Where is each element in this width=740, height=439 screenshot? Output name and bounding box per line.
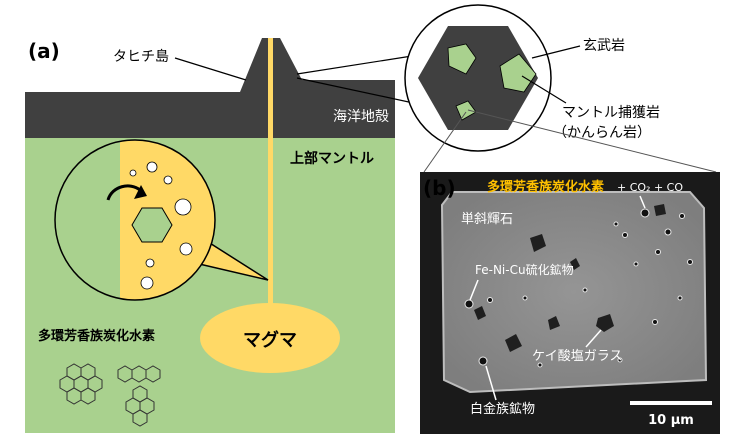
bubble-inclusion — [487, 297, 493, 303]
xenolith-pentagon-2 — [499, 53, 537, 93]
glass-inclusion — [548, 316, 560, 330]
tahiti-label: タヒチ島 — [113, 49, 169, 65]
panel-a-tag: (a) — [28, 39, 60, 63]
silicate-glass-label: ケイ酸塩ガラス — [532, 349, 622, 364]
glass-inclusion — [474, 306, 486, 320]
pah-molecule-pyrene — [125, 385, 155, 427]
pgm-arrow — [485, 365, 497, 401]
glass-inclusion — [596, 314, 614, 332]
bubble-inclusion — [652, 319, 658, 325]
bubble-inclusion — [687, 259, 693, 265]
bubble-inclusion — [613, 221, 619, 227]
bubble-inclusion — [679, 213, 685, 219]
bubble-inclusion — [617, 357, 623, 363]
xenolith-pentagon-1 — [447, 43, 477, 75]
xenolith-hexagon — [131, 207, 173, 243]
inset-leader-top — [296, 55, 413, 75]
pgm-label: 白金族鉱物 — [470, 401, 535, 417]
gas-bubbles — [129, 161, 193, 290]
gas-label: + CO₂ + CO — [617, 181, 683, 194]
bubble-inclusion — [478, 356, 488, 366]
tahiti-leader — [174, 57, 247, 81]
bubble-inclusion — [582, 287, 588, 293]
magma-chamber — [200, 303, 340, 373]
micrograph-leader-left — [423, 111, 467, 173]
gas-bubble — [129, 169, 137, 177]
gas-bubble — [174, 198, 192, 216]
bubble-inclusion — [537, 362, 543, 368]
oceanic-crust-with-island — [25, 38, 395, 138]
pyroxene-label: 単斜輝石 — [461, 211, 513, 227]
magma-label: マグマ — [243, 329, 297, 351]
pah-label-b: 多環芳香族炭化水素 — [487, 179, 604, 195]
panel-b: (b) 多環芳香族炭化水素 + CO₂ + CO 単斜輝石 Fe-Ni-Cu硫化… — [420, 172, 720, 434]
bubble-inclusion — [664, 228, 672, 236]
bubble-inclusions — [464, 208, 693, 368]
bubble-inclusion — [522, 295, 528, 301]
panel-a: マグマ (a) タヒチ島 海洋地殻 上部マントル — [25, 38, 395, 433]
bubble-inclusion — [633, 261, 639, 267]
pah-arrow-b — [639, 195, 646, 209]
gas-bubble — [163, 175, 173, 185]
movement-arrowhead — [134, 185, 147, 199]
oceanic-crust-label: 海洋地殻 — [333, 109, 389, 125]
sulfide-label: Fe-Ni-Cu硫化鉱物 — [475, 262, 574, 277]
glass-inclusion — [505, 334, 522, 352]
basalt-leader — [531, 45, 581, 59]
movement-arrow — [106, 184, 141, 201]
xenolith-label-line2: （かんらん岩） — [553, 125, 651, 141]
bubble-inclusion — [677, 295, 683, 301]
upper-mantle-label: 上部マントル — [290, 150, 374, 167]
pah-molecule-anthracene — [117, 365, 161, 383]
xenolith-label-line1: マントル捕獲岩 — [562, 105, 660, 121]
glass-inclusion — [530, 234, 546, 252]
panel-b-tag: (b) — [423, 176, 456, 200]
basalt-inset: 玄武岩 マントル捕獲岩 （かんらん岩） — [296, 4, 717, 173]
inset-leader-bottom — [296, 77, 419, 105]
bubble-inclusion — [464, 299, 474, 309]
pah-molecule-coronene — [59, 363, 103, 405]
gas-bubble — [145, 258, 155, 268]
glass-arrow — [585, 329, 602, 348]
glass-inclusions — [474, 204, 666, 352]
magma-conduit — [268, 38, 273, 318]
bubble-outline — [54, 139, 216, 301]
glass-inclusion — [570, 258, 580, 270]
xenolith-leader — [521, 75, 567, 104]
gas-bubble — [179, 242, 193, 256]
bubble-inclusion — [640, 208, 650, 218]
bubble-inclusion — [655, 249, 661, 255]
gas-bubble — [146, 161, 158, 173]
scale-bar-label: 10 μm — [648, 413, 694, 428]
sulfide-arrow — [469, 279, 479, 301]
bubble-inclusion — [622, 232, 628, 238]
pah-label-a: 多環芳香族炭化水素 — [38, 328, 155, 344]
scale-bar — [630, 401, 712, 405]
gas-bubble — [140, 276, 154, 290]
glass-inclusion — [654, 204, 666, 216]
micrograph-leader-right — [467, 109, 717, 173]
basalt-label: 玄武岩 — [583, 37, 625, 54]
